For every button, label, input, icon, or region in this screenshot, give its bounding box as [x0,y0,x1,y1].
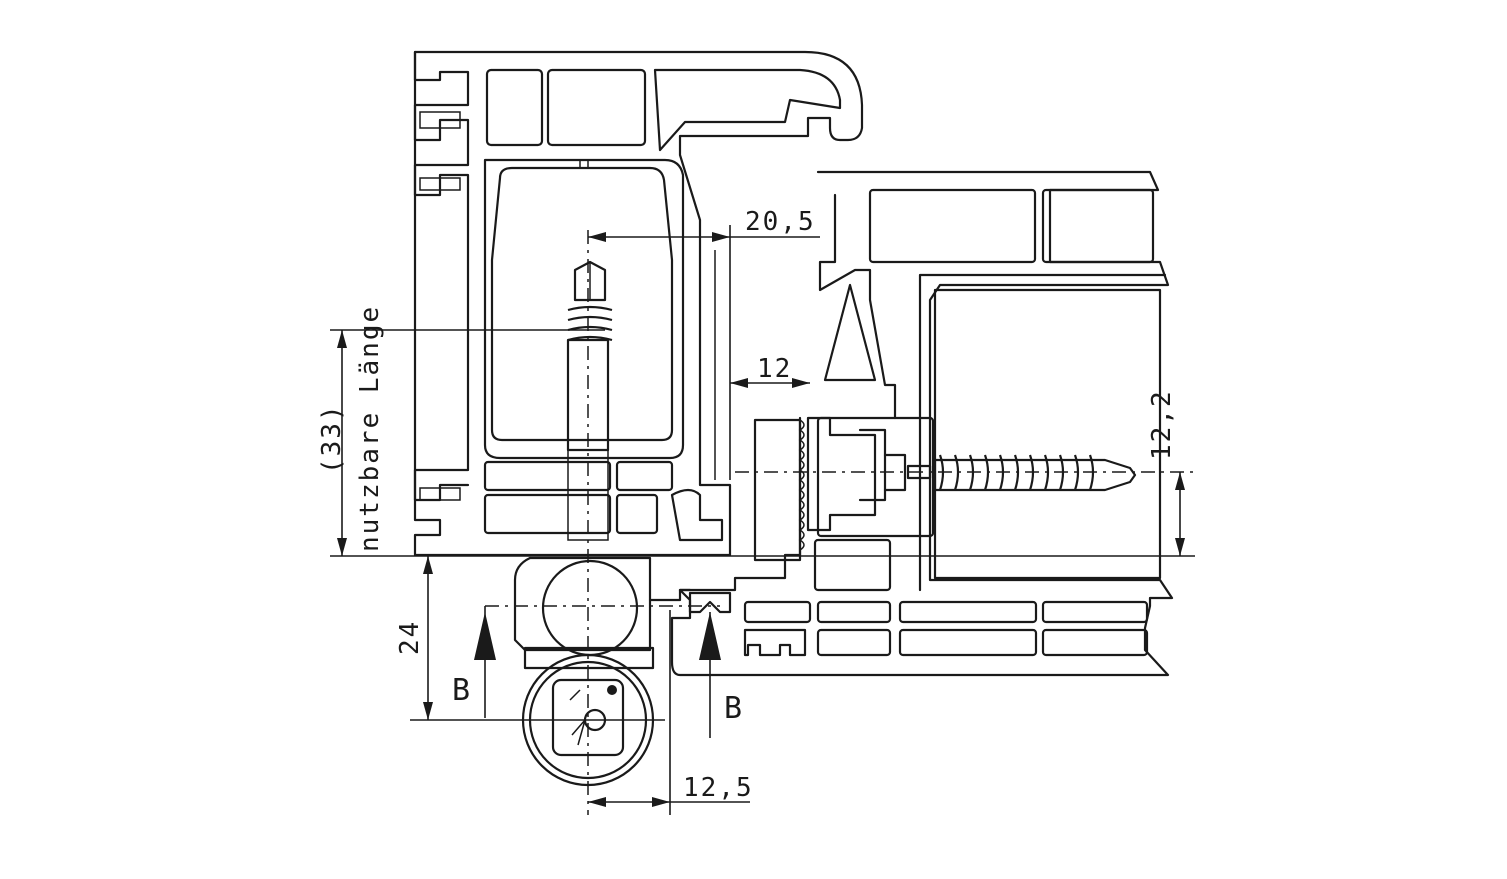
frame-screw [566,260,613,541]
dim-33: (33) [317,403,347,474]
frame-profile [413,50,864,557]
dim-nutzbare-laenge: nutzbare Länge [355,305,385,552]
dim-24: 24 [395,620,425,655]
hinge-bracket [753,416,907,562]
section-arrow-left [474,612,496,660]
section-label-left: B [452,673,470,708]
dim-20-5: 20,5 [745,207,816,237]
sash-profile [670,170,1174,677]
section-marks [474,606,721,738]
dimension-lines [330,225,1195,815]
dim-12-2: 12,2 [1147,389,1177,460]
section-label-right: B [724,691,742,726]
dimension-texts: 20,5 12 12,2 (33) nutzbare Länge 24 12,5… [317,207,1177,803]
center-lines [485,230,1195,815]
hinge-cylinder [513,556,692,787]
dim-12-5: 12,5 [683,773,754,803]
section-arrow-right [699,612,721,660]
dim-12: 12 [757,354,792,384]
